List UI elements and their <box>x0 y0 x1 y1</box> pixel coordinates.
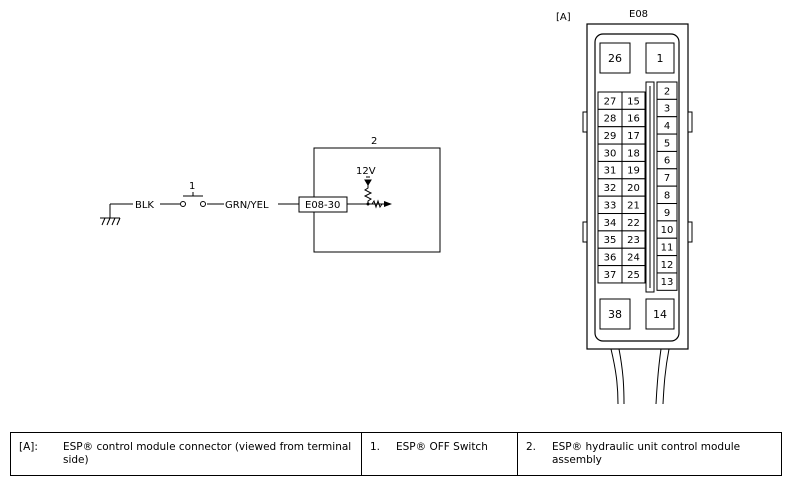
legend-cell-connector: [A]: ESP® control module connector (view… <box>11 433 361 475</box>
connector-pin-label: 3 <box>664 104 670 115</box>
connector-pin-label: 6 <box>664 156 670 167</box>
connector-pin-label: 7 <box>664 173 670 184</box>
control-unit-number: 2 <box>371 136 377 147</box>
connector-pin-label: 10 <box>661 225 674 236</box>
supply-voltage-label: 12V <box>356 166 376 177</box>
connector-latch <box>645 81 655 293</box>
connector-pin-label: 5 <box>664 138 670 149</box>
connector-pin-label: 1 <box>657 52 664 65</box>
legend-cell-unit: 2. ESP® hydraulic unit control module as… <box>517 433 781 475</box>
connector-pin-label: 36 <box>604 253 617 264</box>
connector-pin-label: 21 <box>627 200 640 211</box>
connector-pin <box>599 42 631 74</box>
connector-pin <box>599 298 631 330</box>
connector-housing-inner <box>594 33 680 342</box>
connector-pin-label: 29 <box>604 131 617 142</box>
connector-pin-label: 12 <box>661 260 674 271</box>
connector-pin-label: 17 <box>627 131 640 142</box>
legend-key-a: [A]: <box>19 441 38 453</box>
signal-wire-label: GRN/YEL <box>225 200 269 211</box>
connector-pin-label: 20 <box>627 183 640 194</box>
legend-key-2: 2. <box>526 441 537 453</box>
legend-text-a: ESP® control module connector (viewed fr… <box>63 441 352 466</box>
connector-pin-label: 26 <box>608 52 622 65</box>
connector-pin-label: 37 <box>604 270 617 281</box>
connector-pin-label: 32 <box>604 183 617 194</box>
connector-pin-label: 19 <box>627 166 640 177</box>
connector-wires <box>610 348 670 405</box>
legend-table: [A]: ESP® control module connector (view… <box>10 432 782 476</box>
pullup-resistor-icon <box>363 185 373 204</box>
supply-arrow-icon <box>364 176 372 186</box>
connector-pin-label: 33 <box>604 200 617 211</box>
connector-pin-label: 13 <box>661 277 674 288</box>
connector-pin-label: 11 <box>661 243 674 254</box>
connector-pin-label: 9 <box>664 208 670 219</box>
connector-pin-label: 4 <box>664 121 670 132</box>
connector-pin-label: 8 <box>664 190 670 201</box>
wiring-diagram: BLK GRN/YEL 1 2 E08-30 12V [A] E08 <box>100 9 693 405</box>
connector-pin-label: 34 <box>604 218 617 229</box>
connector-pin <box>656 272 678 291</box>
connector-code: E08 <box>629 9 648 20</box>
connector-pin-label: 27 <box>604 96 617 107</box>
switch-number: 1 <box>189 181 195 192</box>
connector-pin-label: 31 <box>604 166 617 177</box>
connector-pin-label: 22 <box>627 218 640 229</box>
connector-pin-label: 30 <box>604 148 617 159</box>
connector-pin-label: 18 <box>627 148 640 159</box>
connector-pin-label: 35 <box>604 235 617 246</box>
connector-pin-label: 16 <box>627 114 640 125</box>
connector-pin <box>621 265 646 284</box>
connector-pin-label: 38 <box>608 308 622 321</box>
connector-pin-label: 23 <box>627 235 640 246</box>
connector-pin-label: 28 <box>604 114 617 125</box>
inline-resistor-icon <box>371 199 383 209</box>
connector-pin <box>645 42 675 74</box>
legend-key-1: 1. <box>370 441 381 453</box>
legend-text-2: ESP® hydraulic unit control module assem… <box>552 441 741 466</box>
connector-pin-label: 25 <box>627 270 640 281</box>
connector-pin-label: 2 <box>664 86 670 97</box>
connector-view-tag: [A] <box>556 12 571 23</box>
connector-pin-label: 24 <box>627 253 640 264</box>
connector-pin <box>645 298 675 330</box>
ground-wire-label: BLK <box>135 200 154 211</box>
legend-text-1: ESP® OFF Switch <box>396 441 488 453</box>
ground-icon <box>100 204 121 226</box>
switch-icon <box>180 192 206 207</box>
terminal-label: E08-30 <box>305 200 340 211</box>
connector-pin-label: 14 <box>653 308 667 321</box>
legend-cell-switch: 1. ESP® OFF Switch <box>361 433 517 475</box>
connector-pin-label: 15 <box>627 96 640 107</box>
